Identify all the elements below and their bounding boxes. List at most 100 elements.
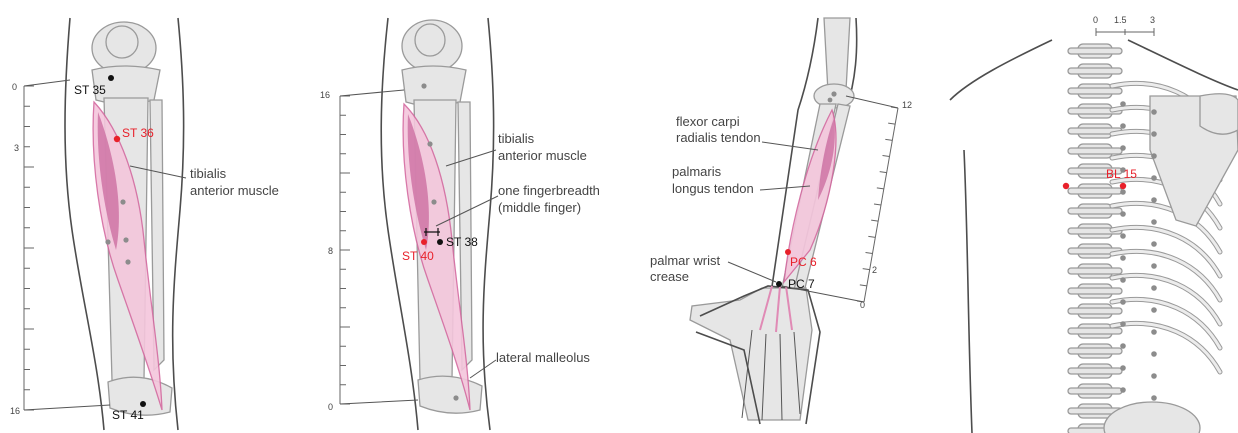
acupoint-pc6-label: PC 6	[790, 255, 817, 269]
acupoint-bl15-left-dot	[1063, 183, 1069, 189]
vertebra-process	[1068, 48, 1122, 54]
scale-tick	[863, 269, 870, 270]
vertebra-process	[1068, 308, 1122, 314]
vertebra-process	[1068, 368, 1122, 374]
palmaris-label-line2: longus tendon	[672, 181, 754, 196]
palmaris-label-line1: palmaris	[672, 164, 722, 179]
ref-dot	[1120, 299, 1126, 305]
ref-dot	[1151, 263, 1157, 269]
flexor-label-line1: flexor carpi	[676, 114, 740, 129]
scale-tick	[885, 139, 892, 140]
ref-dot	[1120, 145, 1126, 151]
ref-dot	[1120, 255, 1126, 261]
vertebra-process	[1068, 188, 1122, 194]
ref-dot	[431, 199, 436, 204]
scale-label-bottom: 0	[328, 402, 333, 412]
ref-dot	[1120, 277, 1126, 283]
crease-leader	[728, 262, 776, 282]
panel-leg-st36: 0 3 16 ST 35 ST 36 ST 41 tibialis anteri…	[10, 18, 279, 430]
ref-dot	[831, 91, 836, 96]
ref-dot	[1120, 101, 1126, 107]
acupoint-st40-dot	[421, 239, 427, 245]
scale-tick	[868, 236, 875, 237]
acupoint-st38-dot	[437, 239, 443, 245]
ref-dot	[1151, 197, 1157, 203]
scale-label-right: 3	[1150, 15, 1155, 25]
ref-dot	[1151, 351, 1157, 357]
acupoint-st36-dot	[114, 136, 120, 142]
acupoint-st41-dot	[140, 401, 146, 407]
flexor-label-line2: radialis tendon	[676, 130, 761, 145]
acupoint-bl15-label: BL 15	[1106, 167, 1137, 181]
vertebra-process	[1068, 288, 1122, 294]
ref-dot	[1120, 123, 1126, 129]
spine	[1068, 44, 1122, 433]
ref-dot	[427, 141, 432, 146]
ref-dot	[421, 83, 426, 88]
ref-dot	[123, 237, 128, 242]
ref-dot	[1120, 387, 1126, 393]
patella	[106, 26, 138, 58]
scale-tick	[871, 220, 878, 221]
leg-outline-right	[173, 18, 184, 430]
scale-label-top: 16	[320, 90, 330, 100]
pelvis-top	[1104, 402, 1200, 433]
scale-ticks	[857, 107, 898, 302]
scale-label-top: 0	[12, 82, 17, 92]
ref-dot	[1151, 219, 1157, 225]
hand	[690, 288, 812, 420]
scale-tick	[880, 172, 887, 173]
acupoint-st35-label: ST 35	[74, 83, 106, 97]
patella	[415, 24, 445, 56]
scale-tick	[874, 204, 881, 205]
acupoint-pc7-dot	[776, 281, 782, 287]
ref-dot	[1120, 189, 1126, 195]
back-outline-left	[950, 40, 1052, 100]
ref-dot	[1151, 241, 1157, 247]
ref-dot	[1151, 175, 1157, 181]
ref-dot	[120, 199, 125, 204]
ref-dot	[1151, 329, 1157, 335]
acupoint-st41-label: ST 41	[112, 408, 144, 422]
acupoint-bl15-right-dot	[1120, 183, 1126, 189]
scale-label-mid: 1.5	[1114, 15, 1127, 25]
ref-dot	[1151, 131, 1157, 137]
ref-dot	[1120, 233, 1126, 239]
scale-tick	[877, 188, 884, 189]
scale-tick	[866, 253, 873, 254]
finger-label-line1: one fingerbreadth	[498, 183, 600, 198]
ref-dot	[1120, 211, 1126, 217]
ref-dot	[1151, 153, 1157, 159]
acupoint-st35-dot	[108, 75, 114, 81]
scale-ticks	[340, 96, 350, 404]
scale-label-mid: 2	[872, 265, 877, 275]
ref-dot	[1151, 373, 1157, 379]
muscle-label-line1: tibialis	[190, 166, 227, 181]
scale-label-mid: 3	[14, 143, 19, 153]
scale-tick	[888, 123, 895, 124]
ref-dot	[125, 259, 130, 264]
ref-dot	[453, 395, 458, 400]
scale-label-bottom: 16	[10, 406, 20, 416]
ref-dot	[105, 239, 110, 244]
back-outline-left-side	[964, 150, 972, 433]
scale-tick	[883, 156, 890, 157]
malleolus-leader	[470, 360, 496, 378]
shoulder-head	[1200, 94, 1238, 134]
scale-tick	[860, 285, 867, 286]
ref-dot	[1151, 307, 1157, 313]
muscle-label-line2: anterior muscle	[190, 183, 279, 198]
crease-label-line2: crease	[650, 269, 689, 284]
acupoint-st40-label: ST 40	[402, 249, 434, 263]
muscle-label-line1: tibialis	[498, 131, 535, 146]
ref-dot	[1120, 321, 1126, 327]
scale-label-left: 0	[1093, 15, 1098, 25]
vertebra-process	[1068, 88, 1122, 94]
rib	[1112, 323, 1220, 372]
ref-dot	[828, 98, 833, 103]
panel-forearm-pc6: 12 2 0 PC 6 PC 7 flexor carpi radialis t…	[650, 18, 912, 424]
ref-dot	[1151, 109, 1157, 115]
malleolus-label: lateral malleolus	[496, 350, 590, 365]
humerus	[824, 18, 850, 92]
